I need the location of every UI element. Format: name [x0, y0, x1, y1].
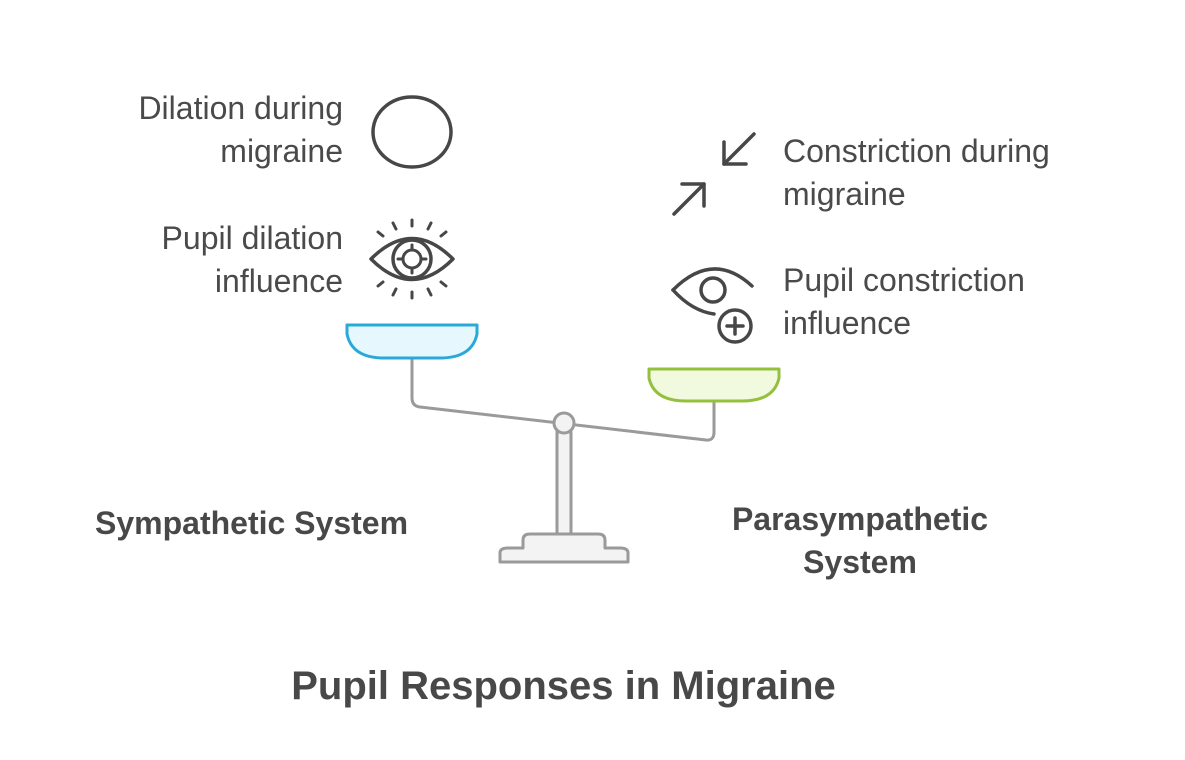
circle-icon: [371, 95, 453, 169]
parasympathetic-system-label: Parasympathetic System: [700, 498, 1020, 584]
constriction-line-2: migraine: [783, 176, 906, 212]
sympathetic-system-label: Sympathetic System: [95, 505, 409, 541]
parasympathetic-line-2: System: [803, 544, 917, 580]
scale-pillar: [555, 430, 573, 536]
constriction-during-migraine-label: Constriction during migraine: [783, 130, 1143, 216]
pupil-dilation-line-2: influence: [214, 263, 343, 299]
pupil-constriction-line-2: influence: [783, 305, 912, 341]
pupil-dilation-influence-label: Pupil dilation influence: [60, 217, 343, 303]
pupil-constriction-line-1: Pupil constriction: [783, 262, 1025, 298]
right-pan: [647, 367, 781, 403]
pupil-constriction-influence-label: Pupil constriction influence: [783, 259, 1143, 345]
diagram-title: Pupil Responses in Migraine: [291, 664, 836, 708]
eye-target-icon: [369, 218, 455, 300]
eye-plus-icon: [671, 267, 754, 344]
pupil-dilation-line-1: Pupil dilation: [161, 220, 343, 256]
dilation-during-migraine-label: Dilation during migraine: [60, 87, 343, 173]
parasympathetic-line-1: Parasympathetic: [731, 501, 989, 537]
dilation-line-2: migraine: [220, 133, 343, 169]
dilation-line-1: Dilation during: [138, 90, 343, 126]
scale-base: [498, 532, 630, 564]
left-pan: [345, 323, 479, 360]
scale-pivot: [552, 411, 576, 435]
constriction-line-1: Constriction during: [783, 133, 1050, 169]
minimize-arrows-icon: [672, 132, 756, 216]
